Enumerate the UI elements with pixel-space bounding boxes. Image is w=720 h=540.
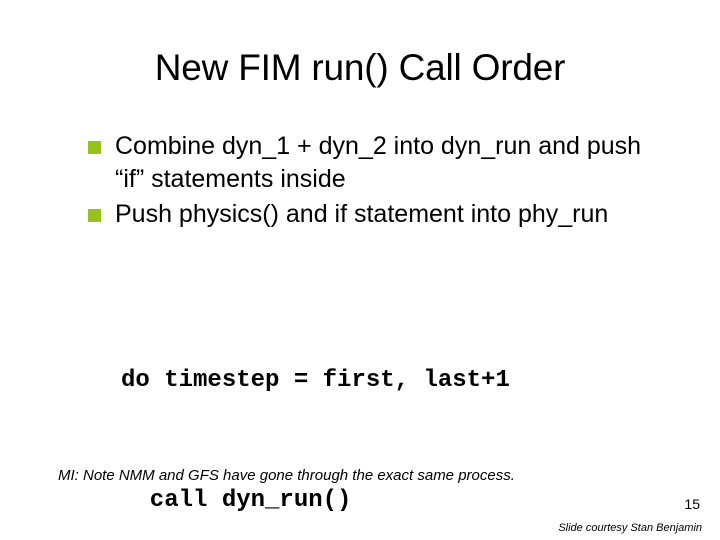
- page-number: 15: [684, 496, 700, 512]
- page-title: New FIM run() Call Order: [154, 47, 566, 88]
- credit-text: Slide courtesy Stan Benjamin: [558, 522, 702, 534]
- list-item-label: Push physics() and if statement into phy…: [115, 200, 609, 228]
- bullet-list: Combine dyn_1 + dyn_2 into dyn_run and p…: [86, 130, 646, 233]
- list-item: Push physics() and if statement into phy…: [86, 198, 646, 231]
- list-item: Combine dyn_1 + dyn_2 into dyn_run and p…: [86, 130, 646, 196]
- square-bullet-icon: [88, 141, 101, 154]
- footnote-text: MI: Note NMM and GFS have gone through t…: [58, 467, 515, 484]
- list-item-label: Combine dyn_1 + dyn_2 into dyn_run and p…: [115, 132, 642, 193]
- code-line: do timestep = first, last+1: [121, 367, 510, 394]
- code-block: do timestep = first, last+1 call dyn_run…: [121, 281, 510, 540]
- square-bullet-icon: [88, 209, 101, 222]
- code-line: call dyn_run(): [121, 487, 352, 514]
